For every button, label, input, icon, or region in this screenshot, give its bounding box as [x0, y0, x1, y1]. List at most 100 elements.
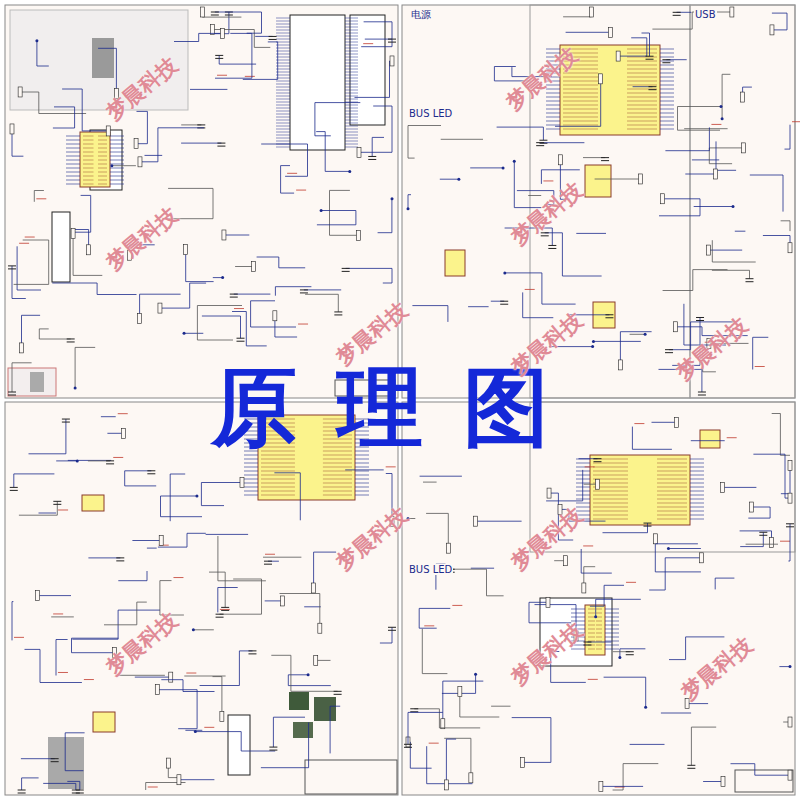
capacitor-symbol [221, 610, 229, 611]
wire [107, 433, 123, 434]
pin-name-mark [593, 503, 628, 504]
pin-name-mark [83, 168, 94, 169]
ic-chip [82, 495, 104, 511]
capacitor-symbol [665, 352, 673, 353]
capacitor-symbol [53, 504, 61, 505]
pin-line [244, 459, 258, 460]
capacitor-symbol [211, 12, 219, 13]
pin-line [660, 49, 674, 50]
junction-dot [591, 345, 594, 348]
pin-line [110, 136, 124, 137]
pin-name-mark [593, 467, 628, 468]
pin-line [345, 63, 358, 64]
wire [98, 48, 116, 93]
pin-name-mark [323, 495, 352, 496]
capacitor-symbol [646, 59, 654, 60]
wire [731, 764, 791, 776]
wire [440, 179, 459, 180]
capacitor-symbol [8, 265, 16, 266]
pin-line [345, 78, 358, 79]
capacitor-symbol [643, 523, 651, 524]
pin-line [66, 184, 80, 185]
wire [708, 250, 742, 251]
capacitor-symbol [62, 419, 70, 420]
pin-name-mark [588, 609, 595, 610]
page-title: 原理图 [185, 350, 615, 467]
capacitor-symbol [687, 768, 695, 769]
resistor-symbol [446, 543, 450, 553]
pin-line [345, 108, 358, 109]
pin-line [571, 613, 585, 614]
pin-line [660, 73, 674, 74]
pin-name-mark [596, 633, 602, 634]
pin-line [546, 93, 560, 94]
capacitor-symbol [10, 487, 18, 488]
pin-name-mark [563, 81, 598, 82]
net-name-mark [543, 180, 553, 181]
pin-line [690, 495, 704, 496]
pin-line [345, 144, 358, 145]
pin-name-mark [596, 625, 602, 626]
wire [779, 666, 790, 667]
capacitor-symbol [745, 278, 753, 279]
pin-name-mark [588, 649, 595, 650]
capacitor-symbol [626, 654, 634, 655]
junction-dot [474, 673, 477, 676]
ic-chip [590, 455, 690, 525]
pin-line [690, 507, 704, 508]
wire [316, 132, 350, 172]
junction-dot [667, 547, 670, 550]
capacitor-symbol [51, 761, 59, 762]
capacitor-symbol [605, 317, 613, 318]
pin-name-mark [627, 125, 657, 126]
pin-line [355, 459, 369, 460]
pin-line [276, 90, 290, 91]
pin-line [546, 97, 560, 98]
resistor-symbol [582, 583, 586, 593]
net-name-mark [588, 679, 598, 680]
resistor-symbol [159, 535, 163, 545]
wire [419, 608, 450, 628]
junction-dot [789, 665, 792, 668]
pin-name-mark [627, 85, 657, 86]
capacitor-symbol [217, 143, 225, 144]
wire [476, 521, 522, 522]
pin-line [110, 160, 124, 161]
wire [251, 301, 296, 327]
wire [52, 283, 136, 295]
capacitor-symbol [410, 708, 418, 709]
wire [232, 312, 267, 346]
pin-line [690, 467, 704, 468]
wire [261, 144, 307, 176]
pin-line [345, 24, 358, 25]
wire [620, 649, 646, 658]
wire [355, 61, 393, 97]
capacitor-symbol [300, 289, 308, 290]
resistor-symbol [10, 124, 14, 134]
pin-line [66, 180, 80, 181]
wire [185, 730, 202, 731]
pin-line [110, 144, 124, 145]
wire [545, 233, 602, 276]
pin-name-mark [657, 467, 687, 468]
pin-name-mark [657, 459, 687, 460]
capacitor-symbol [696, 317, 704, 318]
wire [38, 595, 71, 596]
pin-name-mark [563, 129, 598, 130]
wire [53, 107, 75, 128]
resistor-symbol [138, 157, 142, 167]
pin-name-mark [261, 467, 295, 468]
wire [656, 543, 698, 544]
wire [604, 677, 646, 707]
wire [195, 732, 275, 751]
junction-dot [192, 628, 195, 631]
pin-name-mark [657, 475, 687, 476]
resistor-symbol [595, 479, 599, 489]
capacitor-symbol [786, 523, 794, 524]
pin-line [690, 499, 704, 500]
wire [603, 523, 648, 533]
wire [590, 585, 624, 606]
net-name-mark [36, 198, 46, 199]
pin-line [276, 114, 290, 115]
pin-line [345, 81, 358, 82]
